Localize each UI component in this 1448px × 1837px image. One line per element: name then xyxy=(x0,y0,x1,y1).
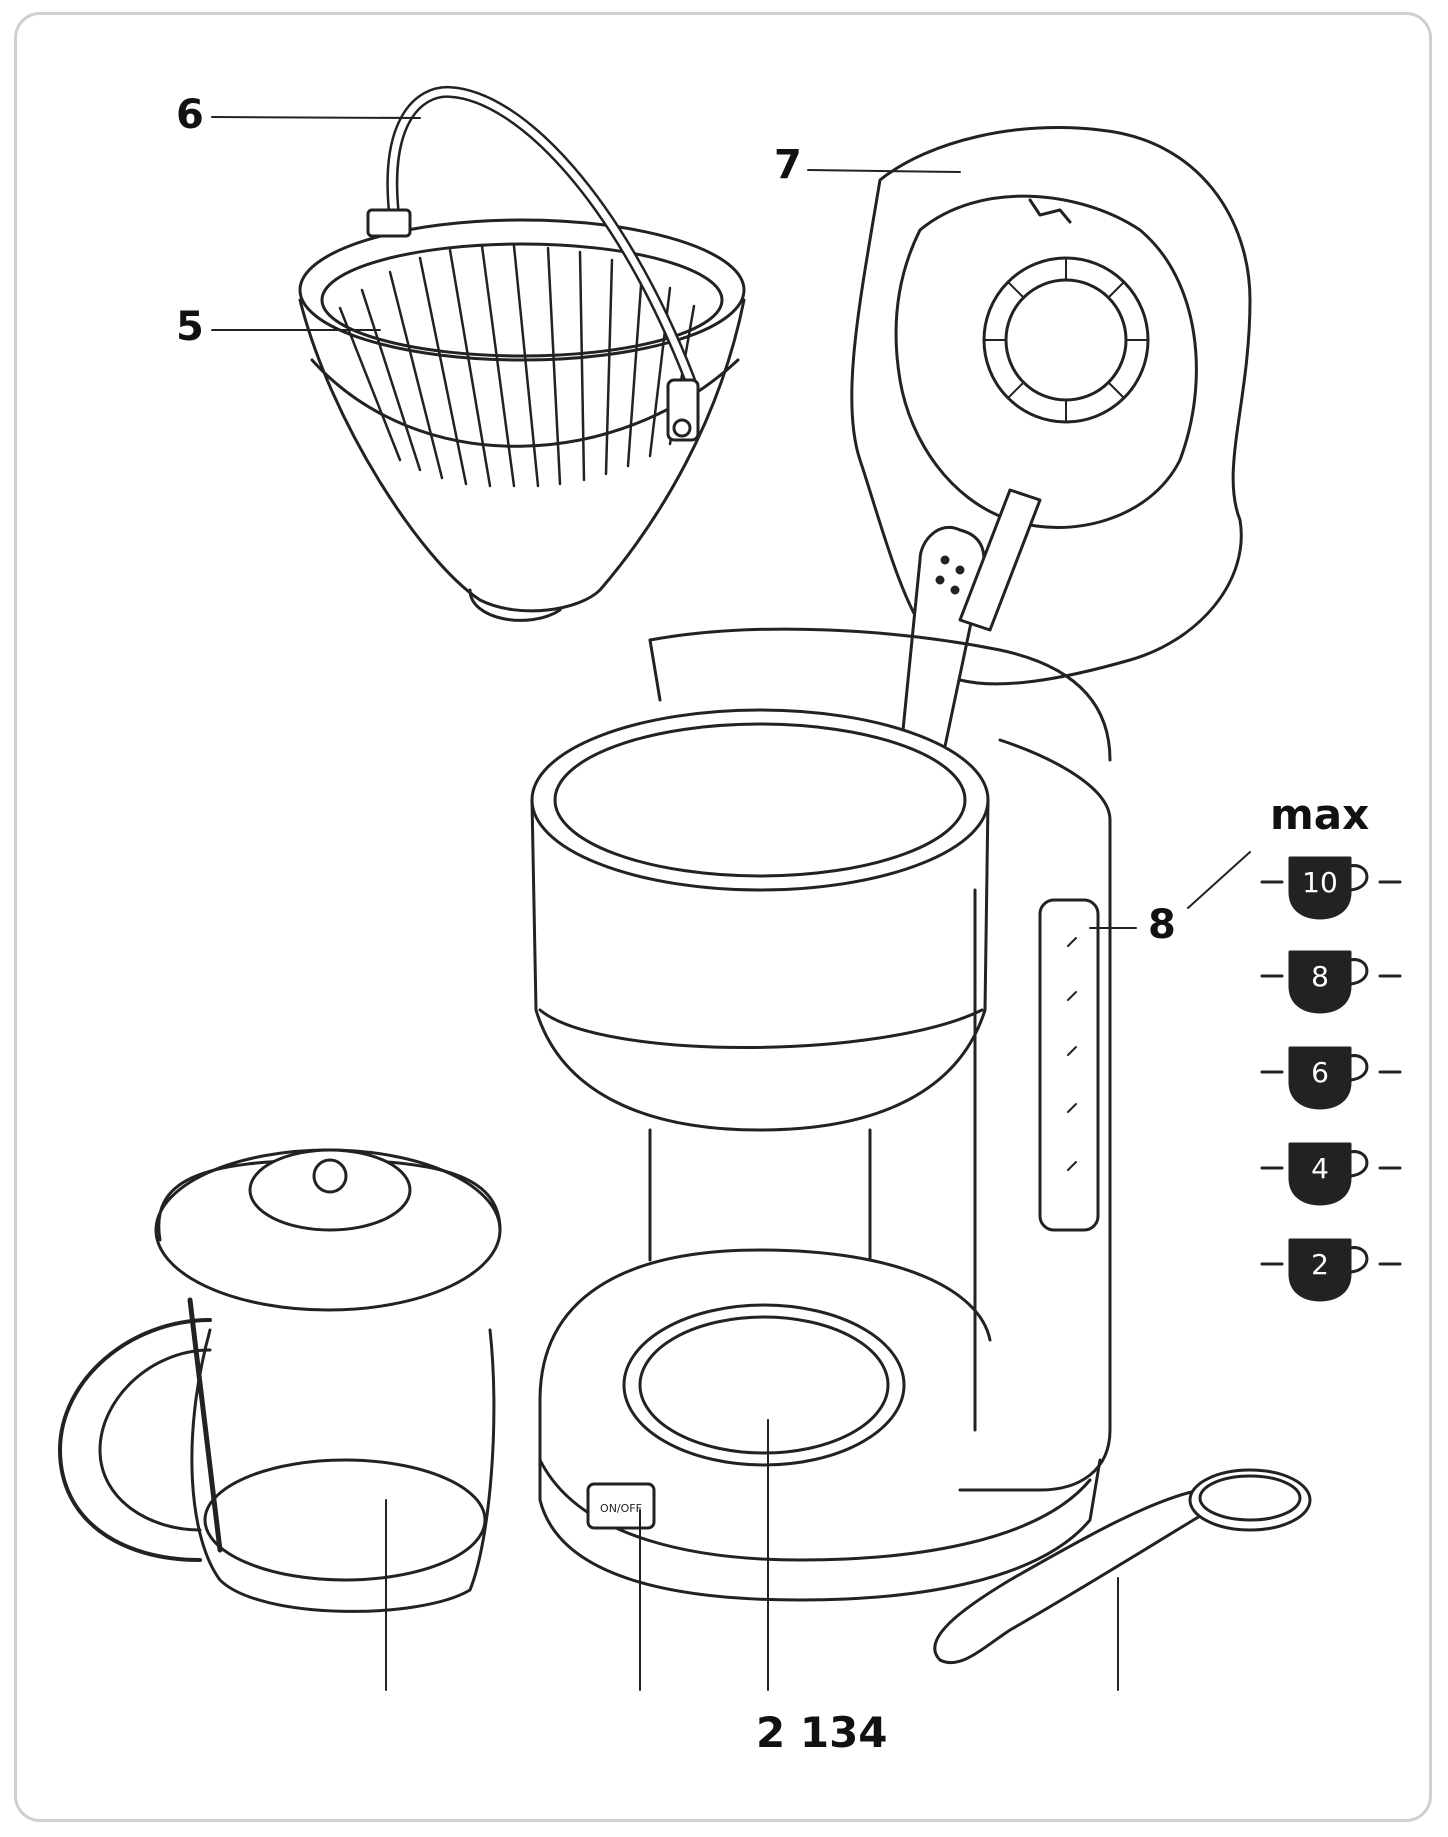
cup-icon-10 xyxy=(1260,856,1402,920)
leader-lines xyxy=(211,116,1251,1691)
cup-level-6: 6 xyxy=(1311,1056,1329,1089)
callout-7: 7 xyxy=(774,142,802,188)
shower-arm xyxy=(898,488,1042,772)
carafe xyxy=(58,1148,502,1613)
diagram-frame xyxy=(14,12,1432,1822)
cup-level-4: 4 xyxy=(1311,1152,1329,1185)
on-off-switch-label: ON/OFF xyxy=(600,1502,642,1515)
cup-level-scale xyxy=(1260,856,1402,1302)
cup-icon-4 xyxy=(1260,1142,1402,1206)
cup-level-2: 2 xyxy=(1311,1248,1329,1281)
lid xyxy=(850,125,1252,686)
cup-level-10: 10 xyxy=(1302,866,1338,899)
callout-8: 8 xyxy=(1148,902,1176,948)
cup-icon-8 xyxy=(1260,950,1402,1014)
cup-icon-2 xyxy=(1260,1238,1402,1302)
cup-level-8: 8 xyxy=(1311,960,1329,993)
callout-5: 5 xyxy=(176,304,204,350)
measuring-spoon xyxy=(933,1468,1312,1665)
callout-bottom-group: 2 134 xyxy=(756,1708,888,1757)
callout-6: 6 xyxy=(176,92,204,138)
cup-icon-6 xyxy=(1260,1046,1402,1110)
max-label: max xyxy=(1270,790,1370,839)
machine-body: ON/OFF xyxy=(530,627,1112,1602)
filter-handle xyxy=(366,85,700,442)
